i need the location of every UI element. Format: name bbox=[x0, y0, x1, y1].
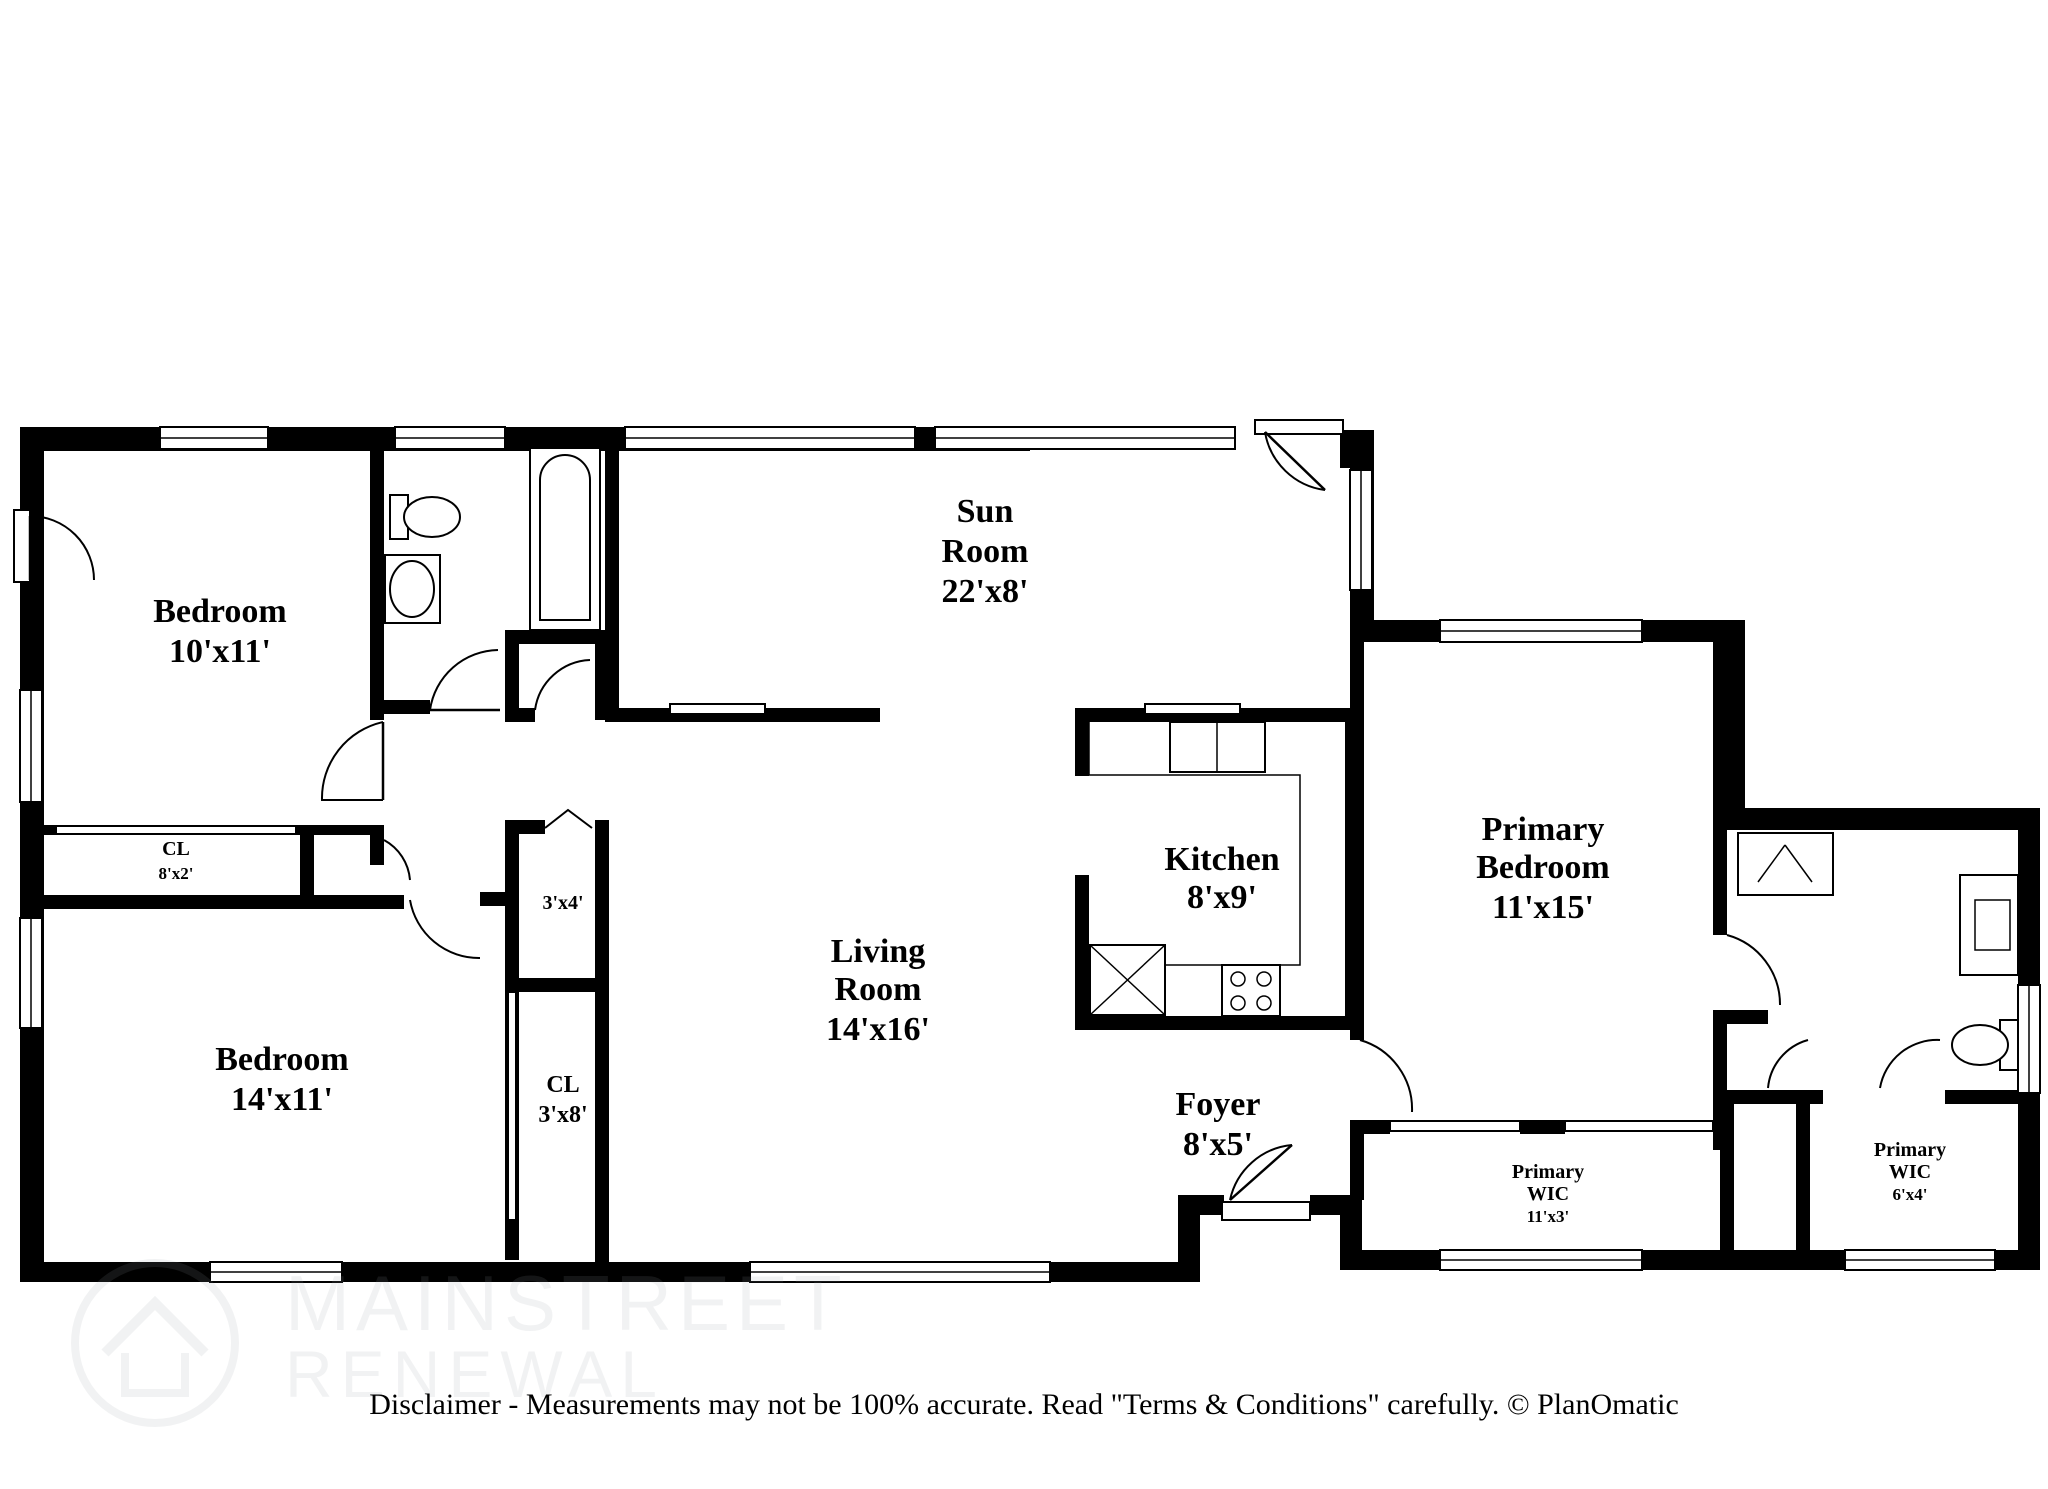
primary-bedroom-size: 11'x15' bbox=[1492, 889, 1594, 926]
sun-room-name-1: Sun bbox=[957, 493, 1014, 530]
foyer-name: Foyer bbox=[1176, 1086, 1261, 1123]
bedroom-2-size: 14'x11' bbox=[231, 1081, 333, 1118]
closet-2-size: 3'x4' bbox=[542, 892, 583, 914]
living-room-name-2: Room bbox=[835, 971, 922, 1008]
living-room-name-1: Living bbox=[831, 933, 925, 970]
primary-sink bbox=[1959, 874, 2019, 976]
disclaimer-text: Disclaimer - Measurements may not be 100… bbox=[369, 1388, 1679, 1421]
bathtub bbox=[529, 447, 601, 631]
primary-bedroom-name-1: Primary bbox=[1482, 811, 1605, 848]
kitchen-name: Kitchen bbox=[1164, 841, 1279, 878]
windows bbox=[19, 426, 2041, 1283]
primary-bedroom-name-2: Bedroom bbox=[1476, 849, 1609, 886]
closet-1-size: 8'x2' bbox=[159, 864, 194, 883]
primary-wic-1-name-2: WIC bbox=[1527, 1183, 1569, 1205]
kitchen-size: 8'x9' bbox=[1187, 879, 1257, 916]
closet-3-name: CL bbox=[546, 1072, 579, 1098]
primary-wic-2-size: 6'x4' bbox=[1893, 1185, 1928, 1204]
sink bbox=[384, 554, 441, 624]
closet-3-size: 3'x8' bbox=[538, 1102, 587, 1128]
primary-wic-1-size: 11'x3' bbox=[1527, 1207, 1570, 1226]
primary-wic-1-name-1: Primary bbox=[1512, 1161, 1584, 1183]
shower bbox=[1737, 832, 1834, 896]
sun-room-size: 22'x8' bbox=[942, 573, 1029, 610]
primary-wic-2-name-1: Primary bbox=[1874, 1139, 1946, 1161]
bedroom-2-name: Bedroom bbox=[215, 1041, 348, 1078]
sun-room-name-2: Room bbox=[942, 533, 1029, 570]
foyer-size: 8'x5' bbox=[1183, 1126, 1253, 1163]
interior-walls bbox=[44, 440, 2020, 1270]
fixtures bbox=[384, 447, 2019, 1071]
living-room-size: 14'x16' bbox=[826, 1011, 930, 1048]
closet-1-name: CL bbox=[162, 838, 190, 860]
bedroom-1-size: 10'x11' bbox=[169, 633, 271, 670]
primary-wic-2-name-2: WIC bbox=[1889, 1161, 1931, 1183]
primary-toilet bbox=[1951, 1019, 2019, 1071]
doors bbox=[13, 419, 1941, 1221]
kitchen-counter bbox=[1088, 721, 1301, 1017]
bedroom-1-name: Bedroom bbox=[153, 593, 286, 630]
room-labels: Bedroom 10'x11' CL 8'x2' Bedroom 14'x11'… bbox=[153, 493, 1946, 1226]
toilet bbox=[389, 494, 461, 540]
